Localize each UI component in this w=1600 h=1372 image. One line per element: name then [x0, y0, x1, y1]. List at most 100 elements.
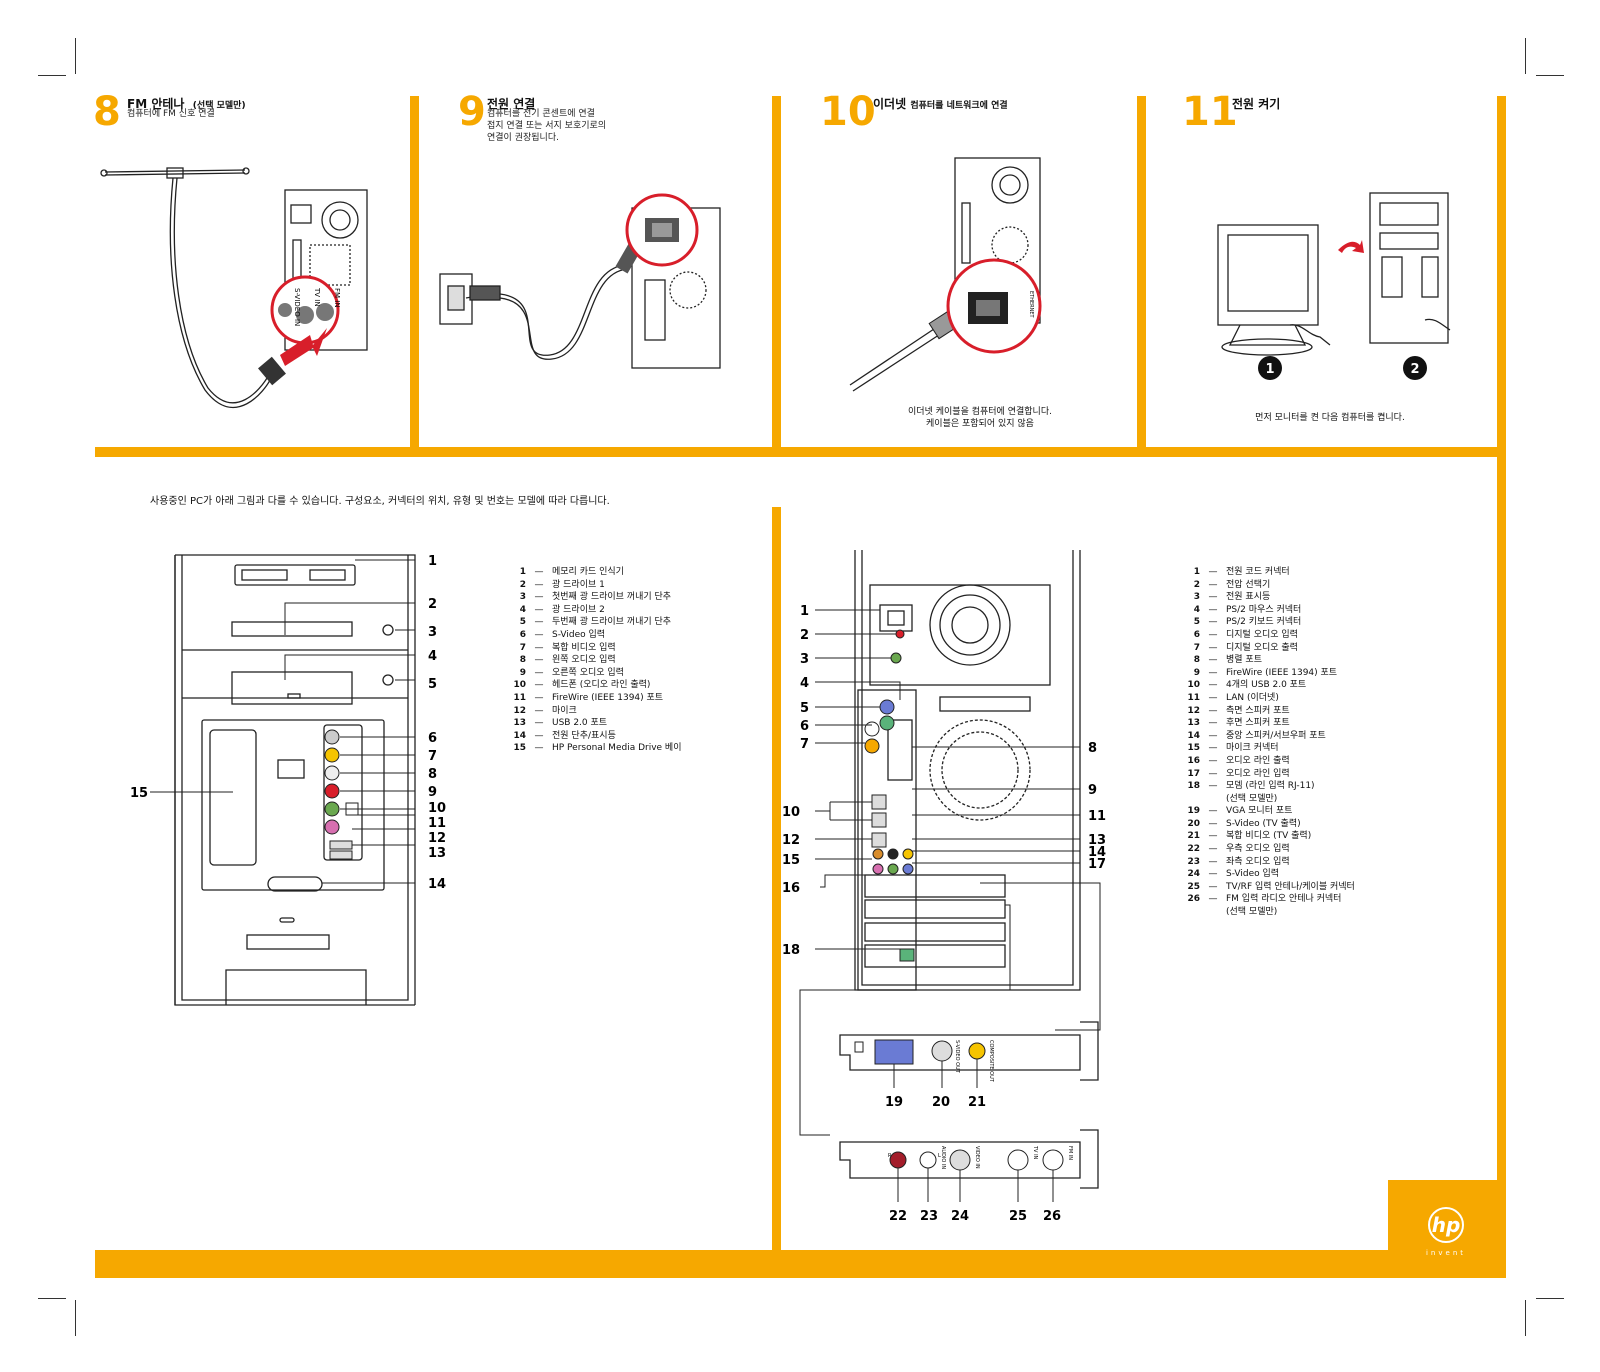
callout-number: 2 — [800, 628, 809, 643]
callout-number: 21 — [968, 1095, 986, 1110]
callout-number: 9 — [428, 785, 437, 800]
step-title: 전원 연결 — [487, 95, 535, 112]
ethernet-label: ETHERNET — [1028, 291, 1034, 319]
back-panel-diagram: 1 2 3 4 5 6 7 8 9 10 11 12 13 14 15 16 1… — [782, 550, 1106, 1136]
step-number: 10 — [820, 89, 876, 135]
callout-number: 12 — [782, 833, 800, 848]
video-in-label: VIDEO IN — [974, 1146, 980, 1169]
callout-number: 20 — [932, 1095, 950, 1110]
legend-row: 2—광 드라이브 1 — [519, 579, 605, 590]
fm-in-label: FM IN — [333, 288, 341, 308]
callout-number: 12 — [428, 831, 446, 846]
legend-row: 14—중앙 스피커/서브우퍼 포트 — [1187, 730, 1326, 741]
hp-logo-block — [1388, 1180, 1506, 1278]
callout-number: 6 — [800, 719, 809, 734]
callout-number: 3 — [428, 625, 437, 640]
step-title-text: 전원 연결 — [487, 97, 536, 111]
legend-row: 24—S-Video 입력 — [1187, 869, 1280, 880]
callout-number: 26 — [1043, 1209, 1061, 1224]
hp-logo-mark: hp — [1432, 1213, 1461, 1237]
legend-row: 25—TV/RF 입력 안테나/케이블 커넥터 — [1187, 881, 1355, 892]
tv-out-card-diagram: S-VIDEO OUT COMPOSITE OUT 19 20 21 — [839, 1021, 1099, 1110]
callout-number: 14 — [428, 877, 446, 892]
step-number: 9 — [458, 89, 486, 135]
power-on-illustration: 1 2 — [1217, 192, 1451, 380]
callout-number: 17 — [1088, 857, 1106, 872]
callout-number: 11 — [1088, 809, 1106, 824]
legend-row: 12—측면 스피커 포트 — [1187, 705, 1290, 716]
callout-number: 22 — [889, 1209, 907, 1224]
legend-row: (선택 모델만) — [1226, 793, 1278, 804]
callout-number: 4 — [428, 649, 437, 664]
crop-mark — [1536, 1298, 1564, 1299]
divider-horizontal — [95, 447, 1506, 457]
legend-row: 15—HP Personal Media Drive 베이 — [513, 743, 682, 754]
l-label: L — [938, 1153, 941, 1159]
legend-row: 6—S-Video 입력 — [519, 629, 606, 640]
legend-row: 18—모뎀 (라인 입력 RJ-11) — [1187, 781, 1315, 792]
step-title-text: FM 안테나 — [127, 97, 185, 111]
callout-number: 5 — [800, 701, 809, 716]
step-subtitle: 컴퓨터를 전기 콘센트에 연결 접지 연결 또는 서지 보호기로의 연결이 권장… — [487, 109, 607, 143]
callout-number: 16 — [782, 881, 800, 896]
divider-vertical — [1137, 96, 1146, 456]
arrow-icon — [1338, 240, 1364, 253]
legend-row: 9—FireWire (IEEE 1394) 포트 — [1193, 667, 1338, 678]
divider-vertical — [772, 96, 781, 456]
legend-row: 4—PS/2 마우스 커넥터 — [1193, 604, 1302, 615]
legend-row: 13—후면 스피커 포트 — [1187, 718, 1290, 729]
step-title: 이더넷 컴퓨터를 네트워크에 연결 — [873, 95, 1008, 112]
callout-number: 8 — [1088, 741, 1097, 756]
callout-number: 25 — [1009, 1209, 1027, 1224]
legend-row: 10—4개의 USB 2.0 포트 — [1187, 680, 1307, 691]
ethernet-illustration: ETHERNET — [849, 157, 1042, 392]
callout-number: 6 — [428, 731, 437, 746]
step-number: 11 — [1182, 89, 1238, 135]
callout-number: 24 — [951, 1209, 969, 1224]
legend-row: 16—오디오 라인 출력 — [1187, 755, 1290, 766]
legend-row: 22—우측 오디오 입력 — [1187, 844, 1290, 855]
divider-vertical — [410, 96, 419, 456]
step-subtitle: 컴퓨터에 FM 신호 연결 — [127, 109, 215, 119]
callout-number: 15 — [130, 786, 148, 801]
legend-row: 26—FM 입력 라디오 안테나 커넥터 — [1187, 894, 1342, 905]
step-caption: 먼저 모니터를 켠 다음 컴퓨터를 켭니다. — [1255, 413, 1405, 423]
legend-row: 9—오른쪽 오디오 입력 — [519, 667, 624, 678]
r-label: R — [888, 1153, 892, 1159]
callout-number: 3 — [800, 652, 809, 667]
front-panel-legend: 1—메모리 카드 인식기 2—광 드라이브 1 3—첫번째 광 드라이브 꺼내기… — [506, 566, 681, 755]
step-title-note: 컴퓨터를 네트워크에 연결 — [910, 101, 1008, 111]
callout-number: 1 — [800, 604, 809, 619]
callout-number: 7 — [428, 749, 437, 764]
callout-number: 9 — [1088, 783, 1097, 798]
back-panel-legend: 1—전원 코드 커넥터 2—전압 선택기 3—전원 표시등 4—PS/2 마우스… — [1180, 566, 1355, 919]
step-number: 8 — [93, 89, 121, 135]
callout-number: 23 — [920, 1209, 938, 1224]
legend-row: 13—USB 2.0 포트 — [513, 718, 608, 729]
step-title-text: 전원 켜기 — [1232, 97, 1281, 111]
legend-row: 20—S-Video (TV 출력) — [1187, 818, 1301, 829]
legend-row: 7—디지털 오디오 출력 — [1193, 642, 1298, 653]
legend-row: 8—왼쪽 오디오 입력 — [519, 655, 616, 666]
callout-number: 18 — [782, 943, 800, 958]
hp-logo-tagline: invent — [1426, 1249, 1466, 1257]
callout-number: 19 — [885, 1095, 903, 1110]
callout-number: 11 — [428, 816, 446, 831]
legend-row: 11—FireWire (IEEE 1394) 포트 — [513, 692, 664, 703]
step-badge — [1403, 356, 1427, 380]
step-caption: 이더넷 케이블을 컴퓨터에 연결합니다. 케이블은 포함되어 있지 않음 — [908, 407, 1052, 429]
step-title-text: 이더넷 — [873, 97, 907, 111]
legend-row: 5—두번째 광 드라이브 꺼내기 단추 — [519, 617, 672, 628]
legend-row: 7—복합 비디오 입력 — [519, 642, 616, 653]
crop-mark — [38, 1298, 66, 1299]
legend-row: 1—메모리 카드 인식기 — [519, 567, 624, 577]
legend-row: 15—마이크 커넥터 — [1187, 743, 1279, 754]
legend-row: 12—마이크 — [513, 705, 577, 716]
legend-row: 6—디지털 오디오 입력 — [1193, 629, 1298, 640]
divider-vertical — [1497, 96, 1506, 1278]
s-video-out-label: S-VIDEO OUT — [954, 1040, 960, 1074]
crop-mark — [75, 38, 76, 74]
composite-out-label: COMPOSITE OUT — [988, 1040, 994, 1083]
callout-number: 15 — [782, 853, 800, 868]
crop-mark — [1525, 1300, 1526, 1336]
